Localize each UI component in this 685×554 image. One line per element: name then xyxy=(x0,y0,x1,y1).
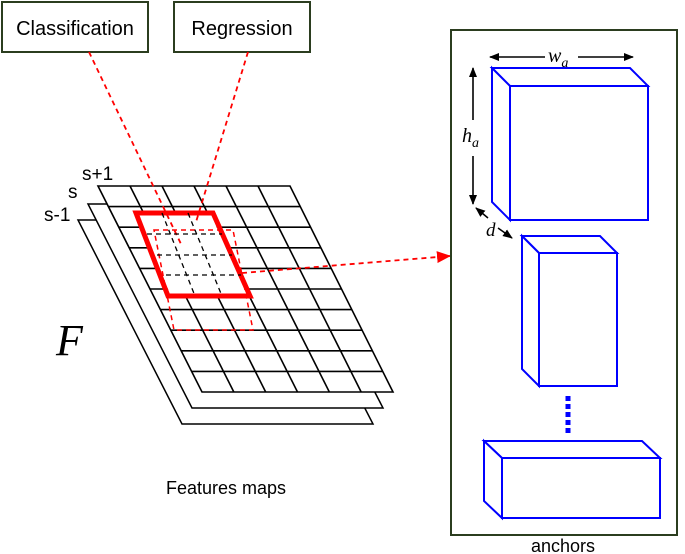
sliding-window-fill xyxy=(138,215,247,294)
regression-projection-line xyxy=(195,51,249,223)
depth-dimension-arrow-a xyxy=(475,207,489,219)
depth-label: d xyxy=(486,220,496,241)
sliding-window-shadow xyxy=(153,229,254,331)
depth-dimension-arrow-b xyxy=(497,227,513,239)
layer-label-current: s xyxy=(68,182,78,203)
classification-box xyxy=(1,1,149,53)
grid-column-line xyxy=(257,185,362,393)
layer-label-next: s+1 xyxy=(82,164,113,185)
regression-label: Regression xyxy=(191,18,292,40)
regression-box xyxy=(173,1,311,53)
anchor-box-tall xyxy=(519,233,620,389)
anchors-caption: anchors xyxy=(531,536,595,554)
height-label: ha xyxy=(462,125,479,151)
width-label: wa xyxy=(548,45,568,71)
sliding-window xyxy=(132,210,254,299)
sliding-window-inner-dashes xyxy=(147,212,241,297)
feature-symbol: F xyxy=(55,316,84,365)
anchor-box-square xyxy=(489,65,651,223)
layer-label-prev: s-1 xyxy=(44,205,70,226)
anchor-box-wide xyxy=(481,438,663,521)
features-caption: Features maps xyxy=(166,478,286,498)
grid-column-line xyxy=(225,185,331,393)
classification-label: Classification xyxy=(16,18,134,40)
window-to-anchors-arrow xyxy=(241,251,451,274)
